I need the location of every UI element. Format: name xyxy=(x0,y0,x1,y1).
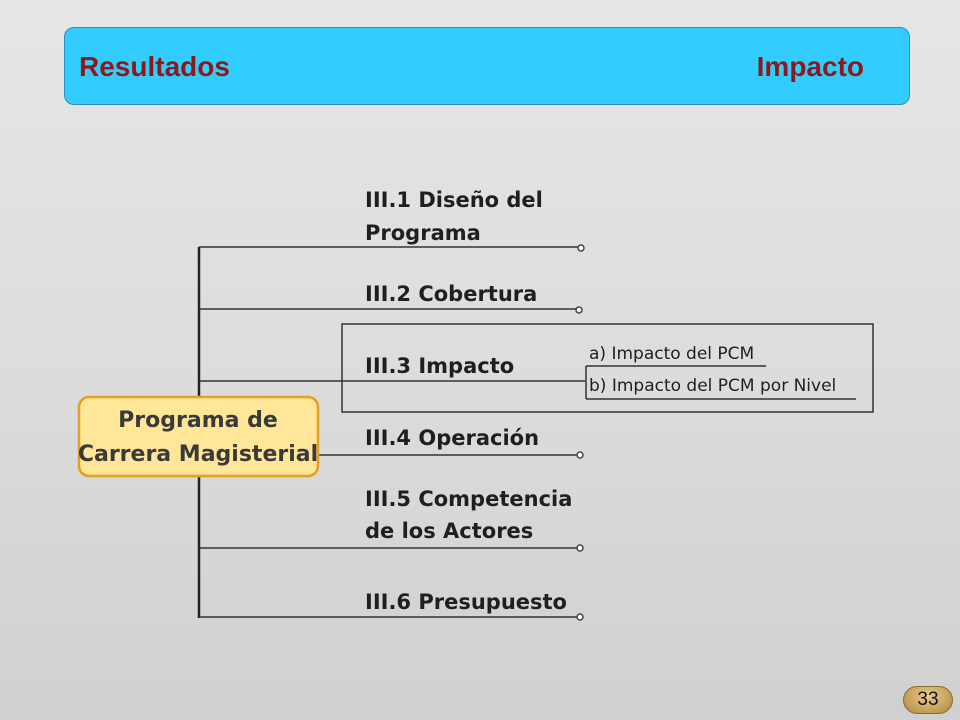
impacto-highlight-box xyxy=(341,323,874,413)
branch-end-dot-6 xyxy=(576,613,584,621)
branch-end-dot-5 xyxy=(576,544,584,552)
subsection-title: Impacto xyxy=(756,51,864,82)
branch-label-2: III.2 Cobertura xyxy=(365,282,537,306)
sub-branch-label-b: b) Impacto del PCM por Nivel xyxy=(589,376,836,396)
central-node xyxy=(77,395,320,478)
branch-label-3: III.3 Impacto xyxy=(365,354,514,378)
branch-end-dot-2 xyxy=(575,306,583,314)
branch-label-5-line-1: III.5 Competencia xyxy=(365,487,572,511)
section-title: Resultados xyxy=(79,51,230,82)
branch-end-dot-4 xyxy=(576,451,584,459)
branch-label-1-line-1: III.1 Diseño del xyxy=(365,188,543,212)
branch-end-dot-1 xyxy=(577,244,585,252)
sub-branch-label-a: a) Impacto del PCM xyxy=(589,344,754,364)
branch-label-6: III.6 Presupuesto xyxy=(365,590,567,614)
sub-branch-connectors xyxy=(585,365,856,400)
title-bar: Resultados Impacto xyxy=(64,27,910,105)
central-node-line-1: Programa de xyxy=(118,408,278,433)
branch-label-4: III.4 Operación xyxy=(365,426,539,450)
branch-label-1-line-2: Programa xyxy=(365,221,481,245)
page-number-badge: 33 xyxy=(903,686,953,714)
branch-label-5-line-2: de los Actores xyxy=(365,519,533,543)
central-node-line-2: Carrera Magisterial xyxy=(78,442,318,467)
